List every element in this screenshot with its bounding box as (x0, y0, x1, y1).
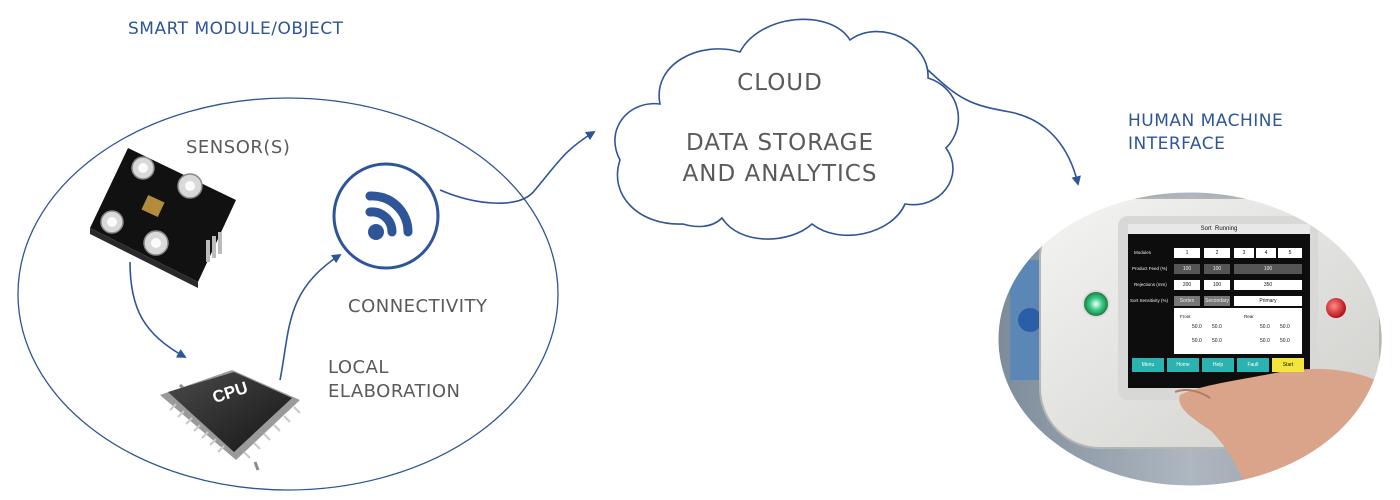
hmi-row-label-rejections: Rejections (mm) (1134, 282, 1167, 287)
local-elaboration-label: LOCAL ELABORATION (328, 356, 460, 405)
hmi-value: 50.0 (1260, 324, 1270, 330)
hmi-start-button[interactable]: Start (1272, 358, 1304, 372)
hmi-footer: Menu Home Help Fault Start (1132, 358, 1306, 372)
sensors-label: SENSOR(S) (186, 137, 291, 158)
hmi-screen: Sort Running Modules Product Feed (%) Re… (1128, 224, 1310, 388)
hmi-value: 50.0 (1280, 338, 1290, 344)
hmi-status: Running (1215, 226, 1238, 232)
sensor-board (90, 148, 236, 288)
hmi-label-line2: INTERFACE (1128, 133, 1226, 154)
local-elaboration-line1: LOCAL (328, 357, 389, 378)
hmi-feed-cell[interactable]: 100 (1204, 264, 1230, 274)
hmi-row-label-sensitivity: Sort Sensitivity (%) (1130, 298, 1169, 303)
arrow-sensor-to-cpu (129, 261, 187, 358)
wifi-icon (365, 191, 413, 240)
hmi-detail-panel: Front Rear 50.0 50.0 50.0 50.0 50.0 50.0… (1174, 308, 1302, 354)
hmi-feed-cell[interactable]: 100 (1174, 264, 1200, 274)
hmi-menu-button[interactable]: Menu (1132, 358, 1164, 372)
hmi-tab-sortex[interactable]: Sortex (1174, 296, 1200, 306)
cloud-description-line1: DATA STORAGE (685, 130, 875, 156)
hmi-row-label-feed: Product Feed (%) (1132, 266, 1168, 271)
hmi-tab-secondary[interactable]: Secondary (1204, 296, 1230, 306)
hmi-feed-cell[interactable]: 100 (1234, 264, 1302, 274)
arrow-cloud-to-hmi (927, 69, 1081, 186)
hmi-value: 50.0 (1212, 324, 1222, 330)
hmi-value: 50.0 (1260, 338, 1270, 344)
hmi-row-label-modules: Modules (1134, 250, 1152, 255)
hmi-home-button[interactable]: Home (1167, 358, 1199, 372)
hmi-label-line1: HUMAN MACHINE (1128, 111, 1284, 131)
smart-module-label: SMART MODULE/OBJECT (128, 19, 344, 39)
cpu-chip (160, 370, 301, 471)
hmi-value: 50.0 (1192, 338, 1202, 344)
cloud-shape (614, 18, 960, 240)
hmi-label: HUMAN MACHINE INTERFACE (1128, 110, 1283, 156)
hmi-value: 50.0 (1212, 338, 1222, 344)
hmi-value: 50.0 (1192, 324, 1202, 330)
hmi-tab-primary[interactable]: Primary (1234, 296, 1302, 306)
hmi-title: Sort (1200, 226, 1212, 232)
connectivity-label: CONNECTIVITY (348, 296, 488, 317)
cloud-title: CLOUD (737, 70, 823, 96)
hmi-help-button[interactable]: Help (1202, 358, 1234, 372)
hmi-rejection-cell[interactable]: 350 (1234, 280, 1302, 290)
hmi-front-label: Front (1180, 314, 1191, 319)
arrow-connectivity-to-cloud (439, 130, 596, 204)
hmi-module-cell[interactable]: 5 (1278, 248, 1302, 258)
local-elaboration-line2: ELABORATION (328, 381, 461, 403)
hmi-rejection-cell[interactable]: 100 (1204, 280, 1230, 290)
arrow-cpu-to-connectivity (279, 253, 342, 381)
smart-module-boundary (17, 97, 559, 491)
hmi-rejection-cell[interactable]: 200 (1174, 280, 1200, 290)
hmi-title-bar: Sort Running (1128, 224, 1310, 234)
hmi-value: 50.0 (1280, 324, 1290, 330)
hmi-fault-button[interactable]: Fault (1237, 358, 1269, 372)
hmi-rear-label: Rear (1244, 314, 1254, 319)
hmi-module-cell[interactable]: 1 (1174, 248, 1200, 258)
hmi-module-cell[interactable]: 4 (1256, 248, 1276, 258)
cloud-description: DATA STORAGE AND ANALYTICS (660, 128, 900, 190)
hmi-module-cell[interactable]: 2 (1204, 248, 1230, 258)
hmi-module-cell[interactable]: 3 (1234, 248, 1254, 258)
cloud-description-line2: AND ANALYTICS (682, 161, 878, 188)
